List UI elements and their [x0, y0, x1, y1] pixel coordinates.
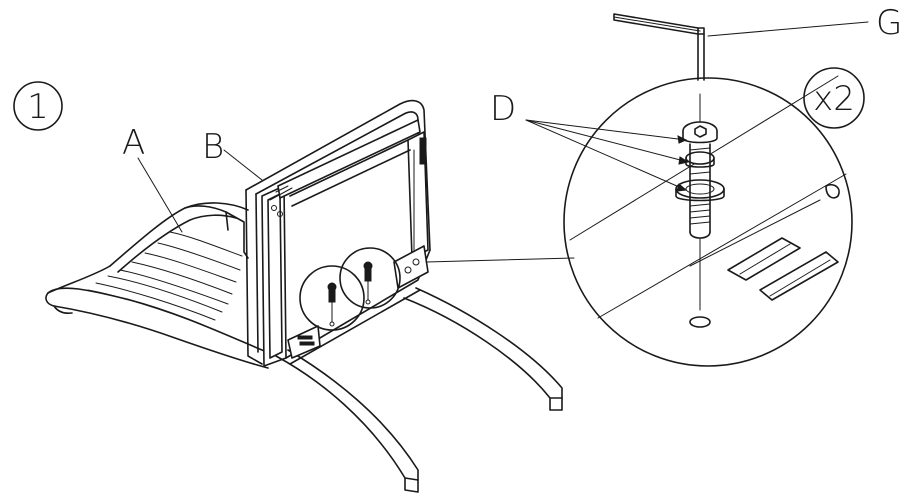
backrest-part-b: [245, 99, 431, 367]
small-bolt-icon: [327, 282, 337, 327]
bolt-callout-circle-right: [339, 247, 401, 309]
label-g: G: [876, 3, 902, 43]
label-d: D: [490, 89, 516, 129]
slot-marks: [727, 237, 839, 301]
detail-circle: [563, 77, 853, 367]
small-bolt-icon: [363, 261, 373, 305]
quantity-circle: [803, 67, 865, 129]
bolt-hole: [689, 316, 711, 328]
quantity-badge: x2: [803, 67, 865, 129]
chair-upside-down: [45, 99, 575, 493]
quantity-label: x2: [813, 79, 855, 119]
seat-part-a: [45, 202, 277, 369]
label-a: A: [122, 123, 145, 163]
bolt-detail-circles: [299, 247, 401, 331]
bolt-part-d: [675, 121, 725, 239]
step-circle: [13, 81, 63, 131]
bolt-callout-circle-left: [299, 265, 365, 331]
step-badge: 1: [13, 81, 63, 131]
hex-key-part-g: [613, 13, 705, 81]
part-labels: A B D G x2: [122, 3, 902, 233]
detail-view: [563, 13, 853, 367]
step-number: 1: [27, 87, 49, 127]
corner-brackets: [287, 245, 429, 359]
chair-legs: [275, 249, 563, 493]
label-b: B: [202, 127, 224, 167]
detail-leader-line: [425, 257, 575, 263]
